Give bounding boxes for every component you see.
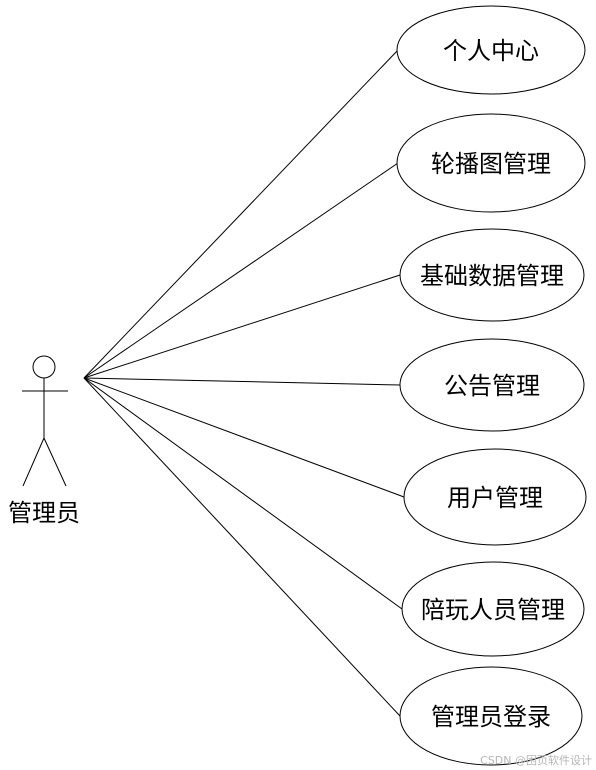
use-case-label: 基础数据管理 bbox=[420, 262, 564, 290]
actor-head bbox=[32, 355, 56, 379]
association-line-personal-center bbox=[83, 49, 399, 379]
association-line-companion bbox=[83, 377, 403, 610]
use-case-companion-management: 陪玩人员管理 bbox=[401, 561, 585, 657]
association-line-admin-login bbox=[83, 377, 401, 717]
use-case-ellipse bbox=[396, 113, 586, 213]
use-case-admin-login: 管理员登录 bbox=[399, 666, 583, 766]
association-line-basic-data bbox=[83, 274, 401, 379]
use-case-label: 陪玩人员管理 bbox=[421, 596, 565, 624]
use-case-ellipse bbox=[399, 228, 585, 322]
use-case-carousel-management: 轮播图管理 bbox=[396, 113, 586, 213]
use-case-label: 公告管理 bbox=[444, 372, 540, 400]
association-line-user-management bbox=[83, 377, 405, 498]
use-case-ellipse bbox=[396, 5, 586, 95]
association-line-carousel bbox=[83, 162, 399, 379]
use-case-announcement-management: 公告管理 bbox=[399, 338, 585, 432]
use-case-label: 轮播图管理 bbox=[431, 150, 551, 178]
use-case-personal-center: 个人中心 bbox=[396, 5, 586, 95]
association-lines bbox=[83, 49, 405, 717]
use-case-user-management: 用户管理 bbox=[403, 448, 587, 546]
actor-right-leg bbox=[43, 437, 67, 487]
use-case-label: 个人中心 bbox=[443, 37, 539, 65]
actor-left-leg bbox=[22, 437, 45, 487]
use-case-ellipse bbox=[401, 561, 585, 657]
use-case-ellipse bbox=[399, 338, 585, 432]
use-case-ellipse bbox=[403, 448, 587, 546]
use-case-ellipse bbox=[399, 666, 583, 766]
actor-admin bbox=[22, 355, 68, 487]
use-case-label: 管理员登录 bbox=[431, 703, 551, 731]
use-case-label: 用户管理 bbox=[447, 484, 543, 512]
association-line-announcement bbox=[83, 377, 401, 386]
actor-label: 管理员 bbox=[8, 499, 80, 527]
watermark: CSDN @困页软件设计 bbox=[480, 753, 592, 767]
use-case-basic-data-management: 基础数据管理 bbox=[399, 228, 585, 322]
